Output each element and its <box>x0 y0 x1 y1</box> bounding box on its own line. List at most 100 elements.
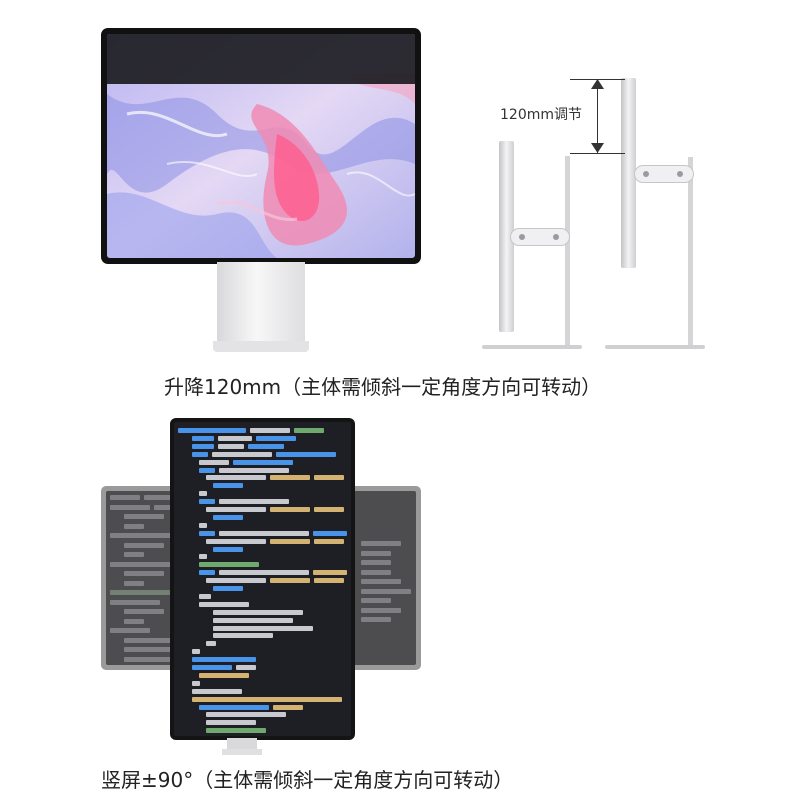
code-token <box>206 728 266 734</box>
monitor-portrait <box>170 418 355 740</box>
code-token <box>124 523 144 529</box>
code-token <box>199 459 229 465</box>
code-token <box>361 569 391 575</box>
code-token <box>206 641 216 647</box>
code-token <box>199 601 249 607</box>
adjust-label: 120mm调节 <box>500 107 582 123</box>
code-token <box>192 451 208 457</box>
monitor-screen <box>107 34 415 258</box>
code-token <box>219 499 289 505</box>
code-token <box>199 570 215 576</box>
code-token <box>192 665 232 670</box>
code-token <box>192 680 200 686</box>
code-token <box>199 554 207 560</box>
code-token <box>236 665 256 670</box>
code-token <box>206 720 256 726</box>
code-token <box>313 570 347 576</box>
code-token <box>199 530 215 536</box>
code-token <box>218 443 244 449</box>
portrait-stand-neck <box>227 738 257 750</box>
stand-foot-low <box>482 345 582 349</box>
code-token <box>213 514 243 520</box>
code-token <box>110 533 172 538</box>
code-token <box>256 435 296 441</box>
dimension-line <box>597 79 598 153</box>
portrait-stand-base <box>222 749 262 755</box>
code-token <box>361 598 391 603</box>
dimension-tick-bottom <box>570 153 625 154</box>
code-editor-screen <box>174 422 351 736</box>
monitor-landscape-front <box>101 28 421 264</box>
code-token <box>361 607 401 613</box>
code-token <box>314 475 344 481</box>
code-token <box>199 562 259 568</box>
code-token <box>124 618 144 624</box>
code-token <box>361 550 391 556</box>
code-token <box>270 538 310 544</box>
hinge-screw <box>643 171 649 177</box>
code-token <box>124 637 172 643</box>
code-token <box>213 483 243 489</box>
code-token <box>213 633 273 639</box>
code-token <box>218 435 252 441</box>
code-token <box>192 696 342 702</box>
code-token <box>213 609 303 615</box>
hinge-high <box>634 165 694 183</box>
code-token <box>110 561 172 567</box>
code-token <box>273 704 303 710</box>
code-token <box>124 571 164 576</box>
code-token <box>314 538 344 544</box>
code-token <box>361 588 411 594</box>
code-token <box>124 552 144 557</box>
code-token <box>206 712 286 718</box>
code-token <box>124 647 172 652</box>
code-token <box>124 580 144 586</box>
hinge-low <box>510 228 570 246</box>
hinge-screw <box>553 234 559 240</box>
code-token <box>199 672 249 678</box>
code-token <box>270 475 310 481</box>
code-token <box>233 459 293 465</box>
code-token <box>199 522 207 528</box>
code-token <box>206 507 266 512</box>
code-token <box>124 609 164 614</box>
code-token <box>192 443 214 449</box>
code-token <box>178 428 246 433</box>
code-token <box>110 495 140 500</box>
monitor-stand-neck <box>217 262 305 344</box>
caption-rotate: 竖屏±90°（主体需倾斜一定角度方向可转动） <box>101 768 514 792</box>
stand-rail-high <box>688 157 693 347</box>
code-token <box>361 617 391 622</box>
code-token <box>199 593 211 599</box>
code-token <box>124 542 164 548</box>
code-token <box>213 625 313 631</box>
code-token <box>110 504 150 510</box>
code-token <box>213 617 293 623</box>
caption-height: 升降120mm（主体需倾斜一定角度方向可转动） <box>164 375 602 399</box>
code-token <box>206 538 266 544</box>
code-token <box>192 649 200 655</box>
code-token <box>314 578 344 584</box>
code-token <box>276 451 336 457</box>
code-token <box>192 688 242 694</box>
code-token <box>270 578 310 584</box>
code-token <box>199 467 215 473</box>
code-token <box>212 451 272 457</box>
code-token <box>313 530 347 536</box>
code-token <box>219 570 309 576</box>
code-token <box>361 541 401 546</box>
code-token <box>361 579 401 584</box>
dimension-arrows-icon <box>591 79 604 153</box>
code-token <box>110 590 170 595</box>
monitor-stand-base <box>213 341 309 352</box>
code-token <box>361 560 391 565</box>
code-token <box>192 657 256 663</box>
code-token <box>250 428 290 433</box>
code-token <box>294 428 324 433</box>
code-token <box>199 491 207 497</box>
monitor-profile-low <box>499 141 514 332</box>
code-token <box>206 475 266 481</box>
code-token <box>206 578 266 584</box>
code-token <box>124 514 164 519</box>
code-token <box>248 443 284 449</box>
